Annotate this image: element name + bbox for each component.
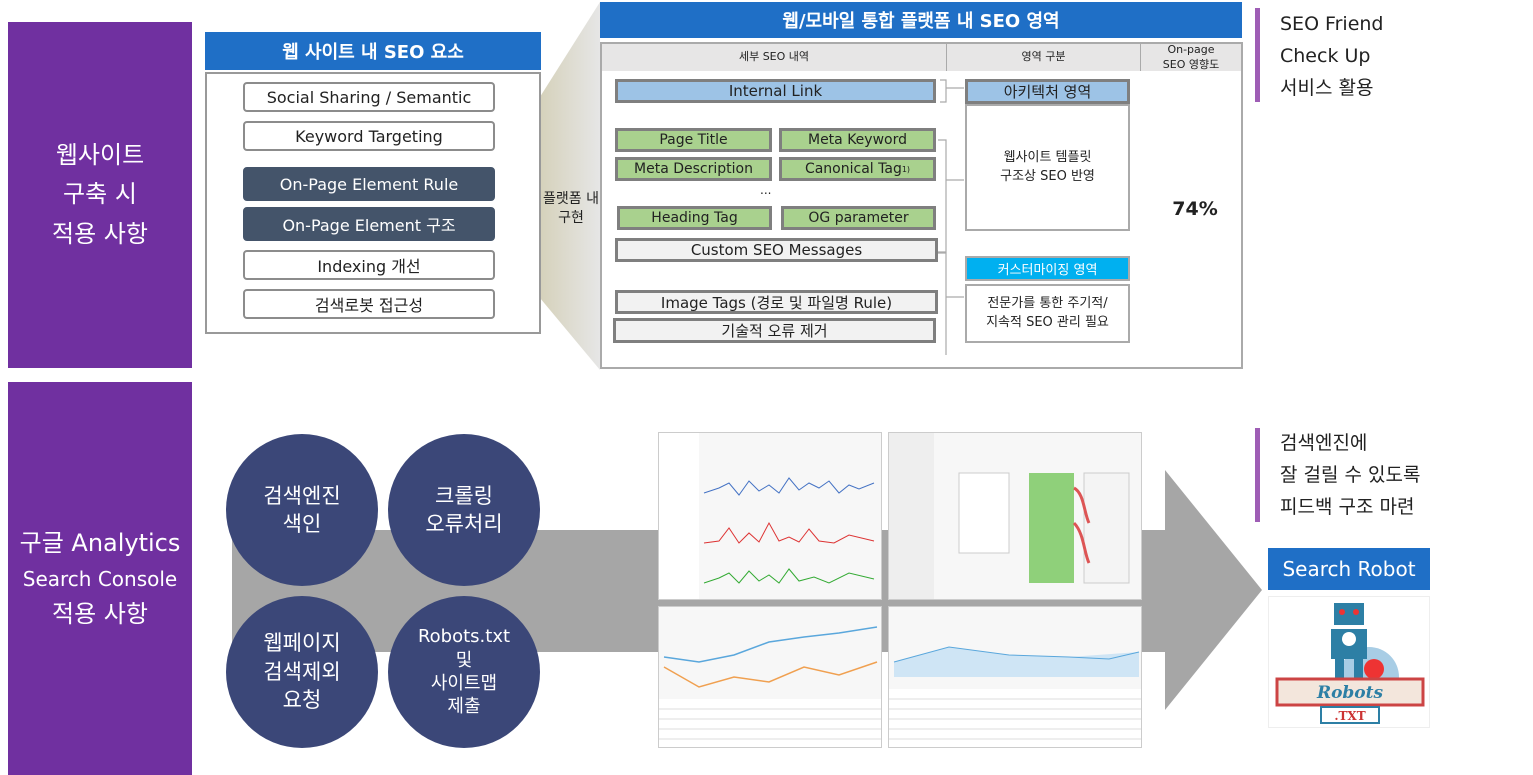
- note-bar: [1255, 428, 1260, 522]
- top-section-label: 웹사이트 구축 시 적용 사항: [8, 22, 192, 368]
- green-item: Meta Keyword: [779, 128, 936, 152]
- gray-item: Image Tags (경로 및 파일명 Rule): [615, 290, 938, 314]
- seo-item: Social Sharing / Semantic: [243, 82, 495, 112]
- note-line: 서비스 활용: [1280, 77, 1374, 99]
- bottom-section-label: 구글 Analytics Search Console 적용 사항: [8, 382, 192, 775]
- canonical-label: Canonical Tag: [804, 161, 902, 177]
- website-seo-title: 웹 사이트 내 SEO 요소: [205, 32, 541, 70]
- circle-robots-sitemap: Robots.txt 및 사이트맵 제출: [388, 596, 540, 748]
- svg-text:.TXT: .TXT: [1334, 709, 1365, 723]
- bottom-label-line1: 구글 Analytics: [19, 529, 181, 558]
- green-item: Meta Description: [615, 157, 772, 181]
- gray-item: Custom SEO Messages: [615, 238, 938, 262]
- gray-item: 기술적 오류 제거: [613, 318, 936, 343]
- screenshot-analytics-table: [888, 606, 1142, 748]
- robots-txt-logo: Robots .TXT: [1268, 596, 1430, 728]
- note-bottom: 검색엔진에 잘 걸릴 수 있도록 피드백 구조 마련: [1280, 427, 1420, 523]
- circle-removal-request: 웹페이지 검색제외 요청: [226, 596, 378, 748]
- seo-item: On-Page Element Rule: [243, 167, 495, 201]
- seo-item: Keyword Targeting: [243, 121, 495, 151]
- seo-item: 검색로봇 접근성: [243, 289, 495, 319]
- brackets: [938, 79, 964, 355]
- platform-title: 웹/모바일 통합 플랫폼 내 SEO 영역: [600, 2, 1242, 38]
- note-top: SEO Friend Check Up 서비스 활용: [1280, 8, 1384, 104]
- internal-link: Internal Link: [615, 79, 936, 103]
- ellipsis: ...: [760, 183, 772, 197]
- note-bar: [1255, 8, 1260, 102]
- bottom-label-line2: Search Console: [22, 566, 178, 591]
- svg-text:Robots: Robots: [1316, 683, 1384, 703]
- header-area: 영역 구분: [947, 44, 1141, 71]
- note-line: Check Up: [1280, 45, 1371, 67]
- note-line: 피드백 구조 마련: [1280, 496, 1415, 518]
- architecture-desc: 웹사이트 템플릿 구조상 SEO 반영: [965, 104, 1130, 231]
- green-item: Page Title: [615, 128, 772, 152]
- custom-area: 커스터마이징 영역: [965, 256, 1130, 281]
- green-item: Heading Tag: [617, 206, 772, 230]
- funnel-shape: [495, 2, 600, 370]
- seo-item: Indexing 개선: [243, 250, 495, 280]
- note-line: 검색엔진에: [1280, 432, 1368, 454]
- header-impact: On-page SEO 영향도: [1141, 43, 1241, 71]
- green-item: OG parameter: [781, 206, 936, 230]
- circle-indexing: 검색엔진 색인: [226, 434, 378, 586]
- architecture-area: 아키텍처 영역: [965, 79, 1130, 104]
- header-detail: 세부 SEO 내역: [602, 44, 947, 71]
- impact-value: 74%: [1172, 198, 1218, 220]
- note-line: 잘 걸릴 수 있도록: [1280, 464, 1421, 486]
- bottom-label-line3: 적용 사항: [52, 599, 148, 628]
- screenshot-analytics-chart: [658, 606, 882, 748]
- custom-desc: 전문가를 통한 주기적/ 지속적 SEO 관리 필요: [965, 284, 1130, 343]
- canonical-sup: 1): [901, 164, 911, 174]
- search-robot-title: Search Robot: [1268, 548, 1430, 590]
- seo-item: On-Page Element 구조: [243, 207, 495, 241]
- funnel-label: 플랫폼 내 구현: [543, 191, 599, 226]
- screenshot-search-console: [658, 432, 882, 600]
- note-line: SEO Friend: [1280, 13, 1384, 35]
- circle-crawl-errors: 크롤링 오류처리: [388, 434, 540, 586]
- screenshot-flow-report: [888, 432, 1142, 600]
